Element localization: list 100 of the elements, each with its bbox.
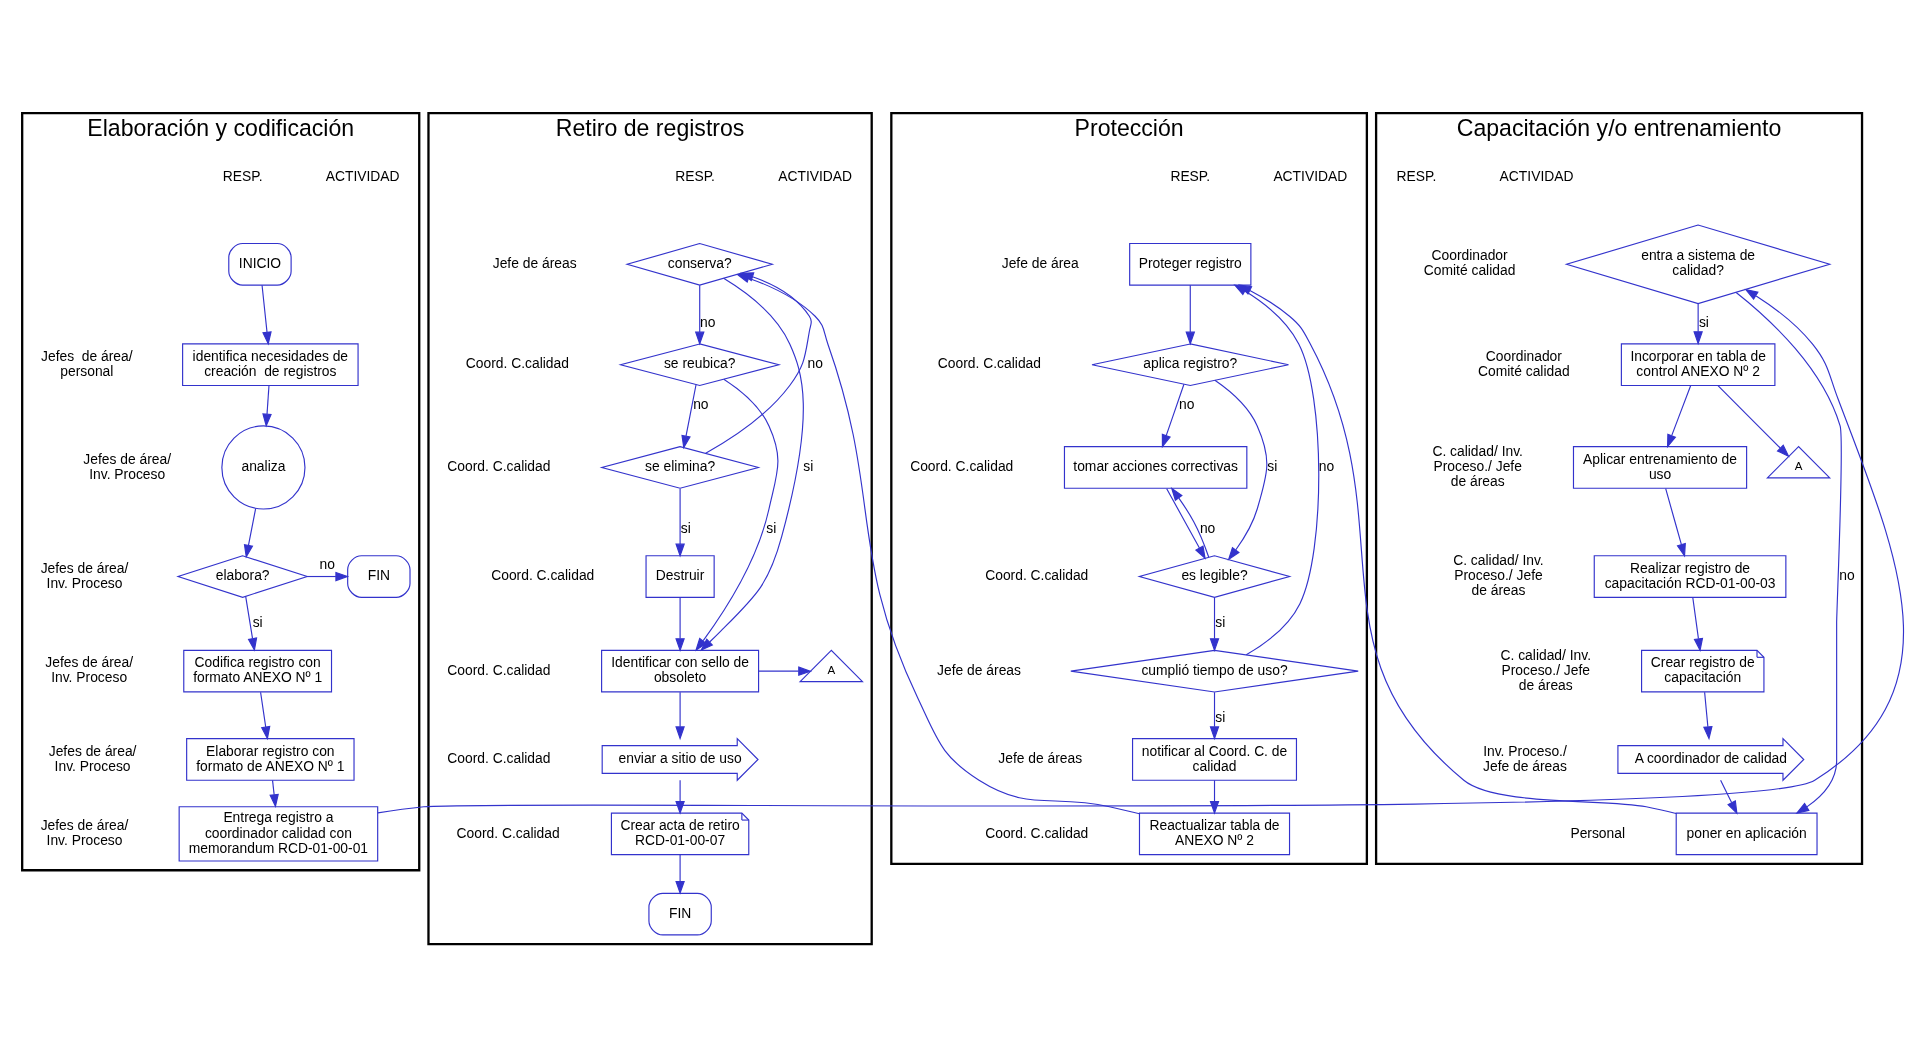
arrow (1666, 384, 1692, 448)
node-diamond: es legible? (1137, 554, 1292, 598)
edge-label: si (1215, 708, 1226, 725)
node-diamond: aplica registro? (1091, 342, 1290, 386)
node-label: Coord. C.calidad (985, 824, 1089, 840)
node-label: Personal (1570, 824, 1626, 840)
node-box: Incorporar en tabla de control ANEXO Nº 2 (1620, 342, 1776, 386)
node-box: FIN (347, 554, 411, 598)
arrow (758, 665, 813, 676)
node-box: INICIO (228, 242, 292, 286)
node-box: Aplicar entrenamiento de uso (1572, 445, 1748, 489)
edge-label: si (252, 613, 263, 630)
edge-label: no (807, 354, 823, 371)
arrow (681, 383, 697, 449)
arrow (269, 779, 279, 808)
arrow (695, 378, 779, 652)
label: RESP. (1396, 167, 1437, 184)
node-label: C. calidad/ Inv. Proceso./ Jefe de áreas (1432, 442, 1523, 489)
node-label: Jefe de áreas (937, 661, 1021, 678)
edge-label: si (1215, 613, 1226, 630)
arrow (1209, 779, 1220, 815)
arrow (245, 595, 258, 652)
node-label: Coord. C.calidad (985, 566, 1089, 583)
node-label: C. calidad/ Inv. Proceso./ Jefe de áreas (1453, 551, 1544, 598)
node-label: Coord. C.calidad (491, 566, 595, 583)
label: ACTIVIDAD (778, 167, 853, 184)
arrow (1703, 691, 1713, 740)
label: ACTIVIDAD (1273, 167, 1348, 184)
node-box: tomar acciones correctivas (1063, 445, 1248, 489)
edge-label: no (1318, 457, 1335, 474)
arrow (1214, 379, 1268, 561)
arrow (675, 853, 685, 895)
edge-label: no (319, 555, 336, 572)
node-label: Jefe de áreas (998, 749, 1083, 766)
label: ACTIVIDAD (325, 167, 400, 184)
arrow (675, 691, 685, 740)
label: RESP. (222, 167, 263, 184)
edge-label: si (766, 519, 777, 536)
edge-label: no (1839, 566, 1855, 583)
label: RESP. (675, 167, 715, 184)
node-box: Reactualizar tabla de ANEXO Nº 2 (1138, 812, 1291, 855)
arrow (306, 571, 350, 581)
node-label: Jefe de área (1001, 254, 1079, 271)
node-label: Coordinador Comité calidad (1478, 347, 1570, 379)
node-box: Proteger registro (1129, 242, 1252, 286)
node-box: identifica necesidades de creación de registros (182, 342, 359, 386)
node-box: poner en aplicación (1675, 812, 1818, 855)
node-label: Coord. C.calidad (937, 354, 1041, 371)
node-label: Coord. C.calidad (465, 354, 569, 371)
node-label: Coord. C.calidad (910, 457, 1014, 474)
arrow (261, 284, 272, 345)
node-box: Identificar con sello de obsoleto (601, 649, 760, 693)
arrow (243, 507, 257, 558)
label: RESP. (1170, 167, 1211, 184)
node-label: Jefes de área/ Inv. Proceso (83, 450, 172, 482)
label: ACTIVIDAD (1499, 167, 1574, 184)
node-box: notificar al Coord. C. de calidad (1132, 737, 1298, 781)
arrow (1735, 291, 1842, 814)
node-diamond: elabora? (176, 554, 310, 598)
node-box: Destruir (645, 554, 715, 598)
edge-label: si (803, 457, 814, 474)
arrow (675, 596, 685, 652)
edge-label: no (700, 313, 716, 330)
arrow (260, 691, 271, 740)
node-label: Coord. C.calidad (447, 749, 551, 766)
arrow (1717, 384, 1790, 458)
node-diamond: se reubica? (618, 342, 782, 386)
arrow (699, 277, 804, 651)
node-label: Jefes de área/ Inv. Proceso (40, 816, 129, 848)
node-label: Jefes de área/ personal (41, 347, 133, 379)
node-box: Entrega registro a coordinador calidad con memorandum RCD-01-00-01 (178, 805, 379, 862)
arrow (262, 384, 272, 427)
edge-label: no (693, 395, 709, 412)
node-diamond: cumplió tiempo de uso? (1070, 649, 1359, 693)
node-circle: analiza (221, 424, 306, 510)
node-label: Coord. C.calidad (447, 457, 551, 474)
node-label: C. calidad/ Inv. Proceso./ Jefe de áreas (1500, 646, 1592, 693)
node-diamond: entra a sistema de calidad? (1564, 223, 1832, 304)
node-box: Realizar registro de capacitación RCD-01-00-03 (1593, 554, 1787, 598)
arrow (1665, 487, 1686, 557)
arrow (675, 487, 685, 557)
arrow (1209, 596, 1220, 652)
arrow (694, 284, 705, 345)
edge-label: no (1179, 395, 1195, 412)
node-label: Jefe de áreas (492, 254, 577, 271)
edge-label: si (1698, 313, 1709, 330)
edge-label: no (1199, 519, 1216, 536)
arrow (1692, 596, 1704, 652)
edge-label: si (680, 519, 691, 536)
node-box: FIN (648, 892, 712, 935)
node-label: Coord. C.calidad (447, 661, 551, 678)
node-label: Coord. C.calidad (456, 824, 560, 840)
edge-label: si (1267, 457, 1278, 474)
arrow (377, 288, 1904, 813)
node-diamond: se elimina? (599, 445, 761, 489)
arrow (1720, 779, 1738, 815)
node-label: Inv. Proceso./ Jefe de áreas (1483, 742, 1567, 774)
node-label: Jefes de área/ Inv. Proceso (45, 653, 133, 685)
arrow (1209, 691, 1220, 740)
arrow (1185, 284, 1196, 345)
